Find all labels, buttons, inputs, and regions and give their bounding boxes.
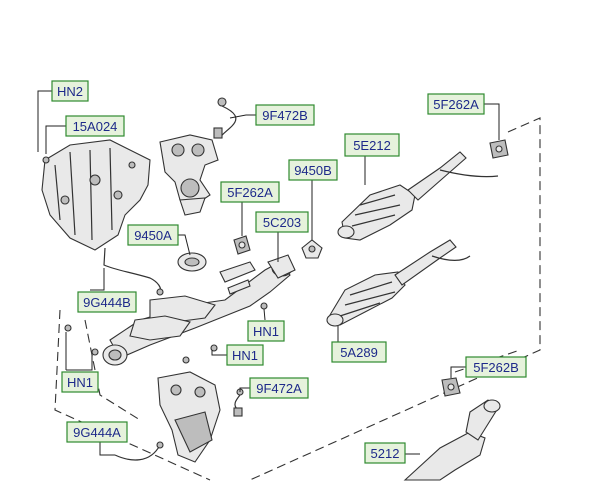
gasket-b [301,239,323,259]
muffler [403,399,501,481]
callout-5a289[interactable]: 5A289 [331,341,387,363]
lower-exhaust-manifold [157,371,221,463]
callout-hn2[interactable]: HN2 [51,80,89,102]
catalytic-converter-lower [326,239,471,327]
callout-5212[interactable]: 5212 [364,442,406,464]
catalytic-converter-upper [337,151,499,241]
callout-label: HN2 [57,84,83,99]
sensor-wiring [103,247,164,461]
callout-9f472a[interactable]: 9F472A [249,377,309,399]
callout-label: HN1 [67,375,93,390]
insulator-mid [233,235,251,255]
exhaust-bracket [219,261,256,295]
insulator-rear [441,377,461,397]
callout-9g444a[interactable]: 9G444A [66,421,128,443]
callout-label: 5F262B [473,360,519,375]
callout-label: HN1 [253,324,279,339]
callout-hn1-left[interactable]: HN1 [61,371,99,393]
gasket-a [177,252,207,272]
callout-label: 5E212 [353,138,391,153]
callout-9450b[interactable]: 9450B [288,159,338,181]
callout-label: 5F262A [433,97,479,112]
engine-front-cover [41,139,151,251]
callout-label: 9G444B [83,295,131,310]
callout-5c203[interactable]: 5C203 [255,211,309,233]
callout-label: 5F262A [227,185,273,200]
callout-label: 5A289 [340,345,378,360]
callout-5e212[interactable]: 5E212 [344,133,400,157]
callout-hn1-center[interactable]: HN1 [226,344,264,366]
callout-15a024[interactable]: 15A024 [65,115,125,137]
callout-5f262b[interactable]: 5F262B [465,356,527,378]
callout-label: HN1 [232,348,258,363]
callout-9f472b[interactable]: 9F472B [255,104,315,126]
upper-exhaust-manifold [159,134,219,216]
callout-5f262a-mid[interactable]: 5F262A [220,181,280,203]
insulator-top [489,139,509,159]
oxygen-sensor-upper [213,97,237,139]
callout-label: 15A024 [73,119,118,134]
callout-label: 9G444A [73,425,121,440]
callout-label: 5212 [371,446,400,461]
callout-5f262a-top[interactable]: 5F262A [427,93,485,115]
callout-9450a[interactable]: 9450A [127,224,179,246]
fasteners [42,156,268,364]
callout-hn1-mid[interactable]: HN1 [247,320,285,342]
callout-label: 5C203 [263,215,301,230]
oxygen-sensor-lower [233,388,244,417]
callout-9g444b[interactable]: 9G444B [77,291,137,313]
callout-label: 9F472B [262,108,308,123]
callout-label: 9F472A [256,381,302,396]
callout-label: 9450A [134,228,172,243]
callout-label: 9450B [294,163,332,178]
